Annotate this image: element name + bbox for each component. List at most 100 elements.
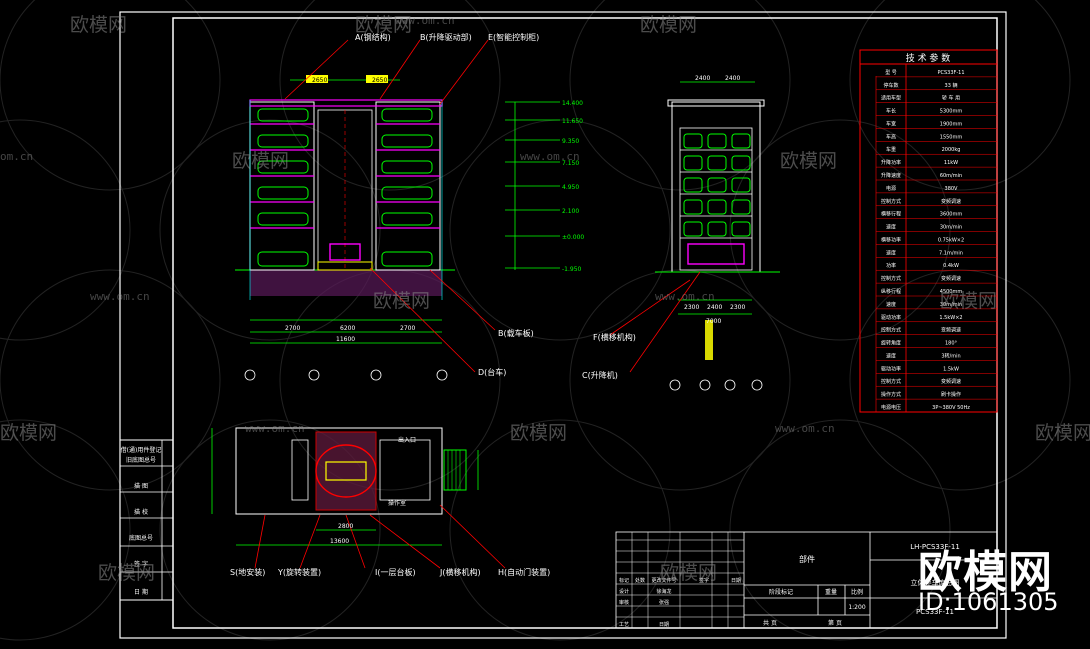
spec-row-label: 速度 xyxy=(886,352,896,359)
elevation-level: 9.350 xyxy=(562,138,579,145)
sheet-total: 共 页 xyxy=(763,619,777,627)
spec-row-label: 横移行程 xyxy=(881,211,901,218)
car-shape xyxy=(707,177,727,193)
car-shape xyxy=(257,134,309,148)
tb-label: 更改文件号 xyxy=(651,577,676,584)
dim-text: 2400 xyxy=(707,304,722,311)
elevation-level: 11.650 xyxy=(562,118,583,125)
car-shape xyxy=(381,160,433,174)
stage-label: 阶段标记 xyxy=(769,588,793,596)
tb-label: 处数 xyxy=(635,577,645,584)
spec-row-label: 车宽 xyxy=(886,120,896,127)
car-shape xyxy=(707,155,727,171)
watermark-url: www.om.cn xyxy=(520,150,580,163)
watermark-url: www.om.cn xyxy=(775,422,835,435)
tb-label: 工艺 xyxy=(619,622,629,628)
spec-row-label: 横移功率 xyxy=(881,236,901,243)
spec-row-label: 型 号 xyxy=(885,69,897,76)
scale-label: 比例 xyxy=(851,588,863,596)
watermark-url: www.om.cn xyxy=(90,290,150,303)
car-shape xyxy=(683,155,703,171)
spec-row-label: 驱动功率 xyxy=(881,314,901,321)
spec-row-value: 2000kg xyxy=(942,147,961,153)
drawing-subtitle: 立体停车库总图 xyxy=(911,578,960,587)
car-shape xyxy=(257,186,309,200)
car-shape xyxy=(683,133,703,149)
scale-value: 1:200 xyxy=(848,604,865,611)
car-shape xyxy=(731,155,751,171)
outer-frame xyxy=(119,11,1007,639)
watermark-brand: 欧模网 xyxy=(232,150,290,172)
label-transverse-mech: F(横移机构) xyxy=(593,332,636,342)
spec-row-value: 380V xyxy=(945,186,959,192)
dim-text: 2650 xyxy=(372,77,387,84)
plan-view xyxy=(211,427,506,569)
spec-row-label: 停车数 xyxy=(883,82,898,89)
spec-row-value: 4500mm xyxy=(940,289,963,295)
spec-row-value: 0.75kW×2 xyxy=(938,237,964,243)
spec-row-value: 11kW xyxy=(944,160,958,166)
sheet-number: 第 页 xyxy=(828,619,842,627)
front-view xyxy=(235,39,496,381)
elevation-level: ±0.000 xyxy=(562,234,584,241)
car-shape xyxy=(683,199,703,215)
watermark-url: www.om.cn xyxy=(655,290,715,303)
watermark-brand: 欧模网 xyxy=(640,14,698,36)
process-value: 日期 xyxy=(659,622,669,628)
left-strip-item: 底图总号 xyxy=(129,534,153,542)
watermark-brand: 欧模网 xyxy=(70,14,128,36)
car-shape xyxy=(683,177,703,193)
spec-row-label: 功率 xyxy=(886,262,896,269)
brand-logo-text: 欧模网 xyxy=(918,547,1053,598)
title-block-frame xyxy=(615,531,998,629)
label-auto-door: H(自动门装置) xyxy=(498,567,550,577)
spec-row-value: 1.5kW×2 xyxy=(939,315,962,321)
spec-row-value: 5300mm xyxy=(940,109,963,115)
dim-text: 2650 xyxy=(312,77,327,84)
spec-row-value: 刷卡操作 xyxy=(941,391,961,398)
spec-row-value: PCS33F-11 xyxy=(937,70,964,76)
spec-row-label: 适用车型 xyxy=(881,95,901,102)
elevation-level: -1.950 xyxy=(562,266,582,273)
watermark-brand: 欧模网 xyxy=(660,562,718,584)
left-strip-item: 签 字 xyxy=(134,560,148,568)
dim-text: 13600 xyxy=(330,538,349,545)
side-view xyxy=(609,81,780,391)
label-control-cabinet: E(智能控制柜) xyxy=(488,32,539,42)
car-shape xyxy=(731,133,751,149)
spec-row-label: 电源 xyxy=(886,185,896,192)
car-shape xyxy=(381,108,433,122)
car-shape xyxy=(257,108,309,122)
spec-row-value: 180° xyxy=(945,341,958,347)
label-elevator: C(升降机) xyxy=(582,370,618,380)
spec-row-value: 变频调速 xyxy=(941,275,961,282)
spec-row-label: 控制方式 xyxy=(881,198,901,205)
label-lift-drive: B(升降驱动部) xyxy=(420,32,472,42)
car-shape xyxy=(707,199,727,215)
tb-label: 设计 xyxy=(619,588,629,595)
watermark-pattern xyxy=(0,0,1071,641)
spec-row-label: 速度 xyxy=(886,249,896,256)
car-shape xyxy=(731,177,751,193)
label-transverse: J(横移机构) xyxy=(439,567,481,577)
left-strip-item: 描 校 xyxy=(134,508,148,516)
elevation-level: 2.100 xyxy=(562,208,579,215)
spec-row-value: 1550mm xyxy=(940,134,963,140)
spec-row-value: 3P~380V 50Hz xyxy=(932,405,970,411)
spec-row-value: 变频调速 xyxy=(941,378,961,385)
dim-text: 7000 xyxy=(706,318,721,325)
watermark-url: www.om.cn xyxy=(395,14,455,27)
spec-row-label: 控制方式 xyxy=(881,275,901,282)
spec-row-label: 电源电压 xyxy=(881,404,901,411)
label-operation-room: 操作室 xyxy=(388,499,406,507)
spec-row-value: 轿 车 用 xyxy=(942,95,960,102)
watermark-brand: 欧模网 xyxy=(373,290,431,312)
spec-row-label: 升降功率 xyxy=(881,159,901,166)
left-strip-item: 旧底图总号 xyxy=(126,456,156,464)
spec-row-label: 旋转角度 xyxy=(881,340,901,347)
dim-text: 2700 xyxy=(400,325,415,332)
label-floor-plate: I(一层台板) xyxy=(375,567,416,577)
car-shape xyxy=(257,160,309,174)
car-shape xyxy=(731,221,751,237)
